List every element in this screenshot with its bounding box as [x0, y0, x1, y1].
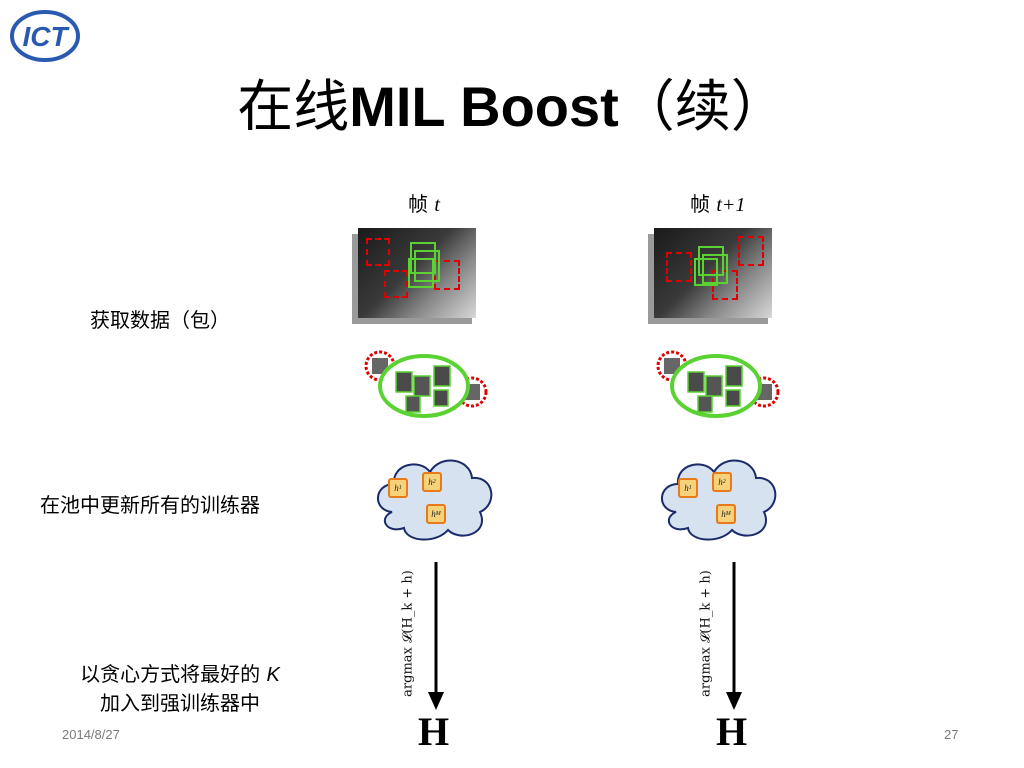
argmax-formula-left: argmax 𝓛(H_k + h)	[400, 570, 416, 697]
bags-frame-t1	[656, 350, 780, 418]
frame-label-t-plus-1: 帧 t+1	[690, 192, 746, 216]
label-update-pool: 在池中更新所有的训练器	[40, 493, 260, 517]
frame-t-image	[358, 228, 476, 318]
formula-right-wrap: argmax 𝓛(H_k + h)	[626, 570, 786, 697]
title-cjk-1: 在线	[237, 75, 350, 140]
strong-classifier-right: H	[716, 709, 748, 754]
frame-t1-image	[654, 228, 772, 318]
cloud-icon	[377, 459, 493, 541]
cloud-icon	[661, 459, 777, 541]
label-get-bags: 获取数据（包）	[90, 308, 230, 332]
slide-number: 27	[944, 727, 959, 742]
formula-left-wrap: argmax 𝓛(H_k + h)	[328, 570, 488, 697]
svg-text:ICT: ICT	[22, 21, 70, 52]
title-cjk-2: （续）	[618, 75, 787, 140]
slide-date: 2014/8/27	[62, 727, 120, 742]
argmax-formula-right: argmax 𝓛(H_k + h)	[698, 570, 714, 697]
strong-classifier-left: H	[418, 709, 450, 754]
arrow-down-icon	[726, 562, 742, 710]
bags-frame-t	[364, 350, 488, 418]
arrow-down-icon	[428, 562, 444, 710]
ict-logo-icon: ICT	[10, 10, 80, 62]
label-greedy-select: 以贪心方式将最好的 K 加入到强训练器中	[80, 662, 280, 715]
frame-label-t: 帧 t	[408, 192, 440, 216]
page-title: 在线MIL Boost（续）	[0, 62, 1024, 143]
title-latin: MIL Boost	[349, 75, 619, 138]
